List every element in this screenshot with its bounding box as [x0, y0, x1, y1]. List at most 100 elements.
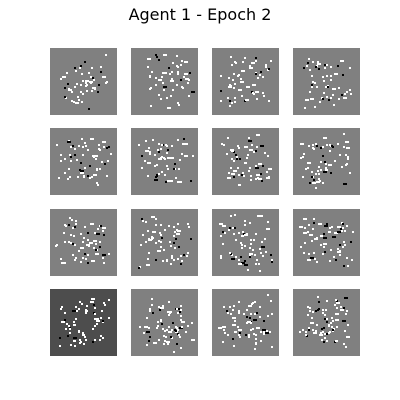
noise-pixel — [329, 260, 331, 262]
noise-pixel — [322, 155, 324, 157]
noise-pixel — [343, 97, 347, 99]
noise-pixel — [70, 242, 72, 244]
noise-pixel — [96, 249, 98, 251]
noise-pixel — [251, 144, 253, 146]
noise-pixel — [336, 307, 338, 309]
noise-pixel — [102, 141, 106, 143]
noise-pixel — [239, 184, 241, 186]
noise-pixel — [256, 146, 258, 148]
noise-pixel — [307, 231, 309, 233]
noise-pixel — [253, 93, 255, 95]
noise-pixel — [177, 139, 179, 141]
noise-pixel — [224, 232, 226, 234]
noise-pixel — [245, 334, 247, 336]
noise-pixel — [178, 104, 180, 106]
noise-pixel — [167, 168, 169, 170]
noise-pixel — [176, 343, 178, 345]
noise-pixel — [102, 254, 106, 256]
noise-pixel — [343, 343, 345, 345]
noise-pixel — [176, 233, 180, 235]
noise-pixel — [67, 178, 69, 180]
noise-pixel — [233, 176, 235, 178]
noise-pixel — [342, 223, 344, 225]
noise-pixel — [317, 61, 319, 63]
noise-pixel — [244, 264, 248, 266]
noise-pixel — [108, 253, 110, 255]
noise-pixel — [235, 256, 237, 258]
noise-pixel — [61, 262, 63, 264]
noise-pixel — [100, 66, 102, 68]
noise-pixel — [87, 232, 89, 234]
noise-pixel — [184, 155, 188, 157]
noise-pixel — [191, 91, 195, 93]
noise-pixel — [163, 86, 167, 88]
noise-pixel — [349, 67, 351, 69]
noise-pixel — [237, 145, 239, 147]
noise-pixel — [82, 93, 84, 95]
noise-pixel — [182, 87, 184, 89]
noise-pixel — [231, 158, 233, 160]
noise-pixel — [342, 320, 346, 322]
noise-pixel — [157, 321, 159, 323]
noise-pixel — [252, 92, 254, 94]
noise-pixel — [233, 73, 235, 75]
noise-pixel — [311, 75, 313, 77]
noise-pixel — [336, 300, 338, 302]
noise-pixel — [78, 145, 80, 147]
noise-pixel — [97, 318, 99, 320]
noise-pixel — [263, 331, 265, 333]
noise-pixel — [322, 312, 324, 314]
noise-pixel — [252, 328, 254, 330]
noise-pixel — [331, 226, 333, 228]
noise-pixel — [60, 308, 62, 310]
noise-pixel — [73, 101, 75, 103]
noise-pixel — [256, 327, 258, 329]
noise-pixel — [253, 239, 255, 241]
noise-pixel — [164, 158, 166, 160]
noise-pixel — [311, 171, 313, 173]
noise-pixel — [310, 322, 314, 324]
noise-pixel — [72, 254, 74, 256]
noise-pixel — [226, 310, 228, 312]
noise-pixel — [142, 234, 144, 236]
noise-pixel — [141, 167, 143, 169]
noise-pixel — [303, 153, 305, 155]
noise-pixel — [143, 332, 145, 334]
noise-pixel — [174, 168, 176, 170]
noise-pixel — [77, 176, 79, 178]
noise-pixel — [161, 323, 163, 325]
noise-pixel — [62, 76, 66, 78]
noise-pixel — [91, 90, 93, 92]
noise-pixel — [224, 326, 226, 328]
noise-pixel — [152, 237, 154, 239]
noise-pixel — [95, 158, 97, 160]
noise-pixel — [233, 151, 235, 153]
noise-pixel — [265, 64, 267, 66]
noise-pixel — [165, 181, 167, 183]
noise-pixel — [227, 334, 229, 336]
noise-pixel — [173, 259, 175, 261]
noise-pixel — [181, 153, 183, 155]
noise-pixel — [83, 237, 85, 239]
noise-pixel — [80, 341, 82, 343]
noise-pixel — [66, 323, 68, 325]
noise-pixel — [307, 167, 309, 169]
noise-pixel — [315, 330, 317, 332]
noise-pixel — [247, 154, 249, 156]
noise-pixel — [323, 327, 325, 329]
noise-pixel — [238, 312, 240, 314]
noise-pixel — [316, 261, 318, 263]
noise-pixel — [255, 338, 257, 340]
noise-pixel — [55, 245, 57, 247]
noise-pixel — [322, 146, 324, 148]
noise-pixel — [249, 256, 251, 258]
noise-pixel — [64, 87, 66, 89]
noise-pixel — [105, 54, 107, 56]
noise-pixel — [334, 73, 338, 75]
noise-pixel — [271, 346, 273, 348]
noise-image-panel — [212, 289, 279, 356]
noise-pixel — [148, 239, 150, 241]
noise-pixel — [256, 174, 258, 176]
noise-pixel — [317, 63, 321, 65]
noise-pixel — [151, 298, 153, 300]
